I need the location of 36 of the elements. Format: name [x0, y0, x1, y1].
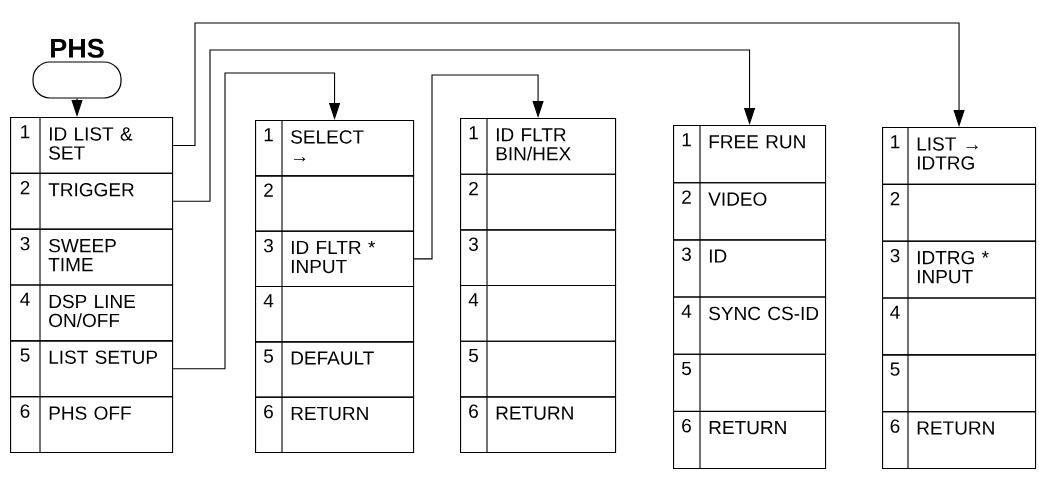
menu-cell: 3 SWEEP TIME [10, 228, 174, 286]
menu-cell: 6 RETURN [255, 396, 415, 454]
menu-cell: 2 [460, 173, 617, 231]
menu-cell: 2 [255, 174, 415, 232]
menu-cell: 1 LIST → IDTRG [882, 126, 1037, 185]
menu-cell: 4 [460, 284, 617, 342]
menu-cell: 2 VIDEO [673, 181, 827, 241]
arrow [413, 74, 544, 260]
key-button: PHS [32, 38, 122, 99]
menu-cell: 1 SELECT → [255, 119, 415, 177]
menu-cell: 3 ID [673, 238, 827, 298]
menu-cell: 3 ID FLTR * INPUT [255, 230, 415, 288]
menu-cell: 1 ID FLTR BIN/HEX [460, 117, 617, 175]
arrow [172, 49, 756, 202]
menu-cell: 6 PHS OFF [10, 395, 174, 454]
menu-cell: 5 [460, 340, 617, 398]
menu-cell: 5 DEFAULT [255, 340, 415, 398]
menu-cell: 1 FREE RUN [673, 124, 827, 184]
menu-cell: 4 [255, 285, 415, 343]
menu-cell: 5 [882, 353, 1037, 413]
menu-cell: 6 RETURN [673, 410, 827, 470]
menu-cell: 5 [673, 353, 827, 412]
menu-cell: 2 [882, 183, 1037, 242]
menu-cell: 2 TRIGGER [10, 172, 174, 230]
menu-cell: 5 LIST SETUP [10, 339, 174, 398]
menu-cell: 4 SYNC CS-ID [673, 295, 827, 355]
menu-cell: 3 IDTRG * INPUT [882, 240, 1037, 299]
arrow [172, 22, 965, 146]
menu-cell: 4 [882, 296, 1037, 356]
menu-cell: 6 RETURN [460, 395, 617, 454]
menu-cell: 1 ID LIST & SET [10, 116, 174, 174]
node-label: PHS [51, 38, 104, 58]
menu-cell: 6 RETURN [882, 410, 1037, 470]
arrow [172, 72, 341, 370]
menu-cell: 3 [460, 228, 617, 287]
menu-cell: 4 DSP LINE ON/OFF [10, 283, 174, 342]
